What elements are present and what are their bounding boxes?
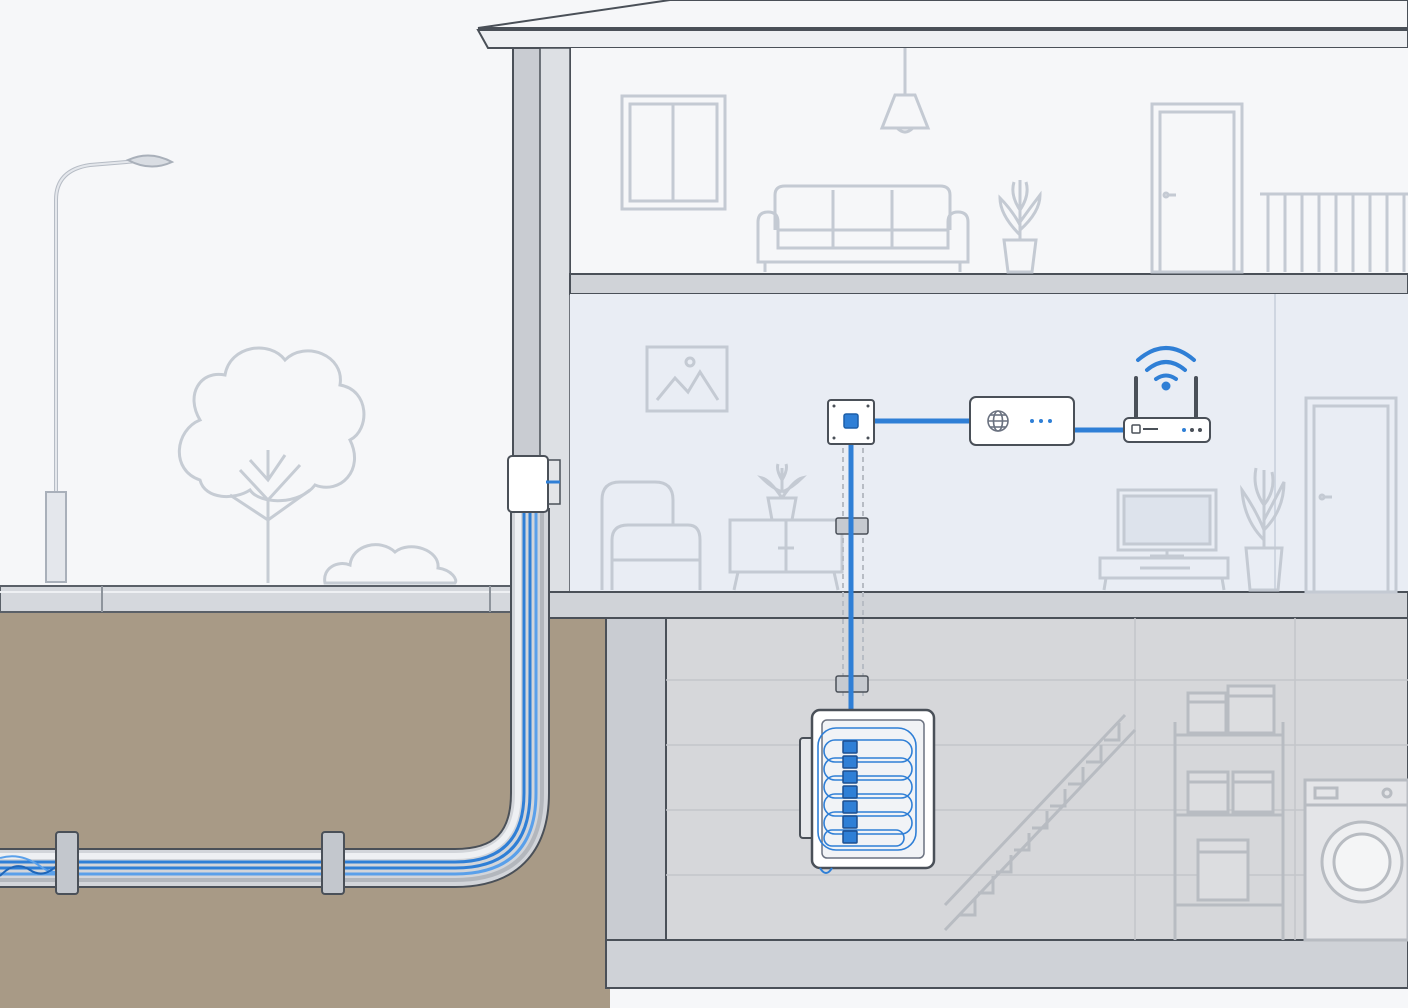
wifi-router-icon: [1123, 376, 1211, 443]
picture-frame-icon: [645, 345, 729, 413]
ceiling-lamp-icon: [879, 48, 931, 134]
fiber-cable-bundle: [0, 505, 538, 877]
storage-box-icon: [1186, 684, 1276, 902]
basement-floor-slab: [605, 939, 1408, 989]
sofa-icon: [756, 184, 970, 272]
staircase-icon: [943, 713, 1137, 932]
patch-panel-icon: [799, 708, 936, 874]
potted-plant-icon: [998, 180, 1042, 274]
fiber-loops: [817, 727, 917, 851]
upper-floor-room: [570, 48, 1408, 274]
door-icon: [1304, 396, 1398, 594]
window-icon: [620, 94, 727, 211]
entry-box-icon: [507, 455, 561, 513]
modem-icon: [969, 396, 1075, 446]
underground-soil: [0, 612, 610, 1008]
tree-icon: [177, 346, 366, 583]
tv-icon: [1098, 488, 1230, 591]
fiber-ports: [842, 740, 858, 844]
pipe-clamp-icon: [55, 831, 345, 895]
potted-plant-icon: [1240, 467, 1286, 592]
bush-icon: [323, 543, 458, 585]
in-house-fiber-cable: [848, 418, 1126, 740]
street-lamp-icon: [45, 154, 175, 583]
status-led: [1039, 419, 1043, 423]
ground-floor-slab: [539, 591, 1408, 619]
basement-room: [665, 617, 1408, 941]
status-led: [1030, 419, 1034, 423]
roof: [476, 0, 1408, 49]
shelf-icon: [1173, 722, 1285, 940]
washing-machine-icon: [1303, 778, 1408, 942]
globe-icon: [987, 410, 1009, 432]
potted-plant-icon: [757, 463, 807, 522]
armchair-icon: [600, 480, 702, 590]
balcony-railing-icon: [1260, 192, 1408, 272]
wall-outlet-icon: [827, 399, 875, 445]
basement-wall-left: [605, 617, 667, 949]
upper-floor-slab: [569, 273, 1408, 295]
ground-surface: [0, 585, 541, 613]
status-led: [1048, 419, 1052, 423]
wifi-signal-icon: [1136, 346, 1196, 391]
door-icon: [1150, 102, 1244, 274]
